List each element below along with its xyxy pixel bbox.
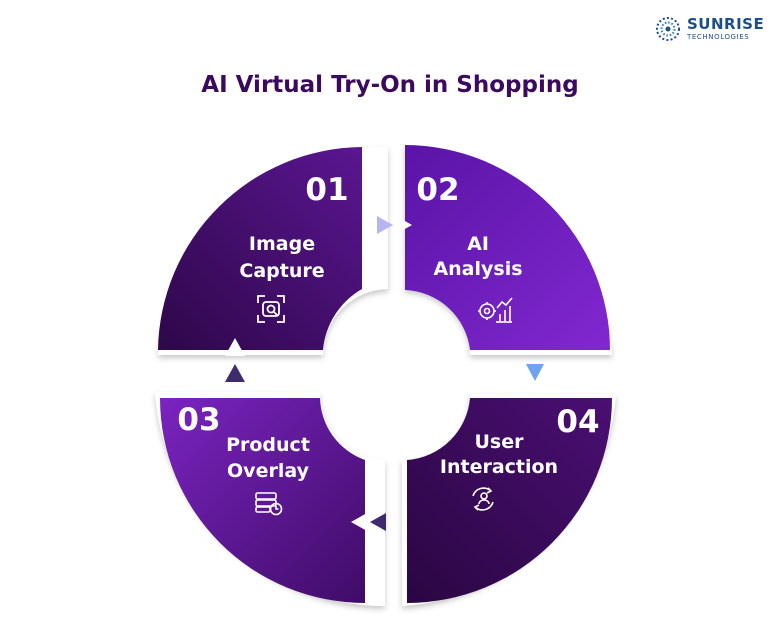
step-02-number: 02 xyxy=(416,172,459,208)
ai-analytics-icon xyxy=(478,297,513,323)
step-03-number: 03 xyxy=(177,402,220,438)
step-02-segment: 02 AI Analysis xyxy=(405,145,612,355)
step-01-label-line-2: Capture xyxy=(239,260,324,282)
arrow-04-to-03-tail xyxy=(351,513,367,531)
step-03-segment: 03 Product Overlay xyxy=(155,392,385,607)
arrow-01-to-02 xyxy=(377,216,393,234)
arrow-03-to-01 xyxy=(225,364,245,382)
page-title: AI Virtual Try-On in Shopping xyxy=(201,72,579,98)
step-03-label-line-1: Product xyxy=(226,434,310,456)
step-01-segment: 01 Image Capture xyxy=(158,147,388,355)
step-01-number: 01 xyxy=(305,172,348,208)
arrow-01-to-02-tail xyxy=(396,216,412,234)
step-01-shape xyxy=(158,147,362,350)
step-03-label-line-2: Overlay xyxy=(227,460,310,482)
sunrise-dots-logo-icon xyxy=(656,17,680,41)
arrow-04-to-03 xyxy=(370,513,386,531)
image-scan-icon xyxy=(257,295,285,323)
arrow-02-to-04 xyxy=(526,364,544,381)
step-04-label-line-1: User xyxy=(475,431,525,453)
step-02-label-line-2: Analysis xyxy=(433,258,522,280)
step-01-label-line-1: Image xyxy=(249,233,315,255)
brand-logo: SUNRISE TECHNOLOGIES xyxy=(655,16,764,42)
step-02-label-line-1: AI xyxy=(467,233,489,255)
brand-name: SUNRISE xyxy=(687,15,765,33)
step-04-label-line-2: Interaction xyxy=(440,456,558,478)
step-04-number: 04 xyxy=(556,404,599,440)
step-02-shape xyxy=(405,145,610,350)
step-04-shape xyxy=(407,398,612,603)
step-04-segment: 04 User Interaction xyxy=(402,394,616,606)
user-interaction-icon xyxy=(472,487,494,511)
product-overlay-icon xyxy=(255,492,283,516)
brand-subtitle: TECHNOLOGIES xyxy=(687,33,750,41)
arrow-03-to-01-tail xyxy=(225,338,245,356)
